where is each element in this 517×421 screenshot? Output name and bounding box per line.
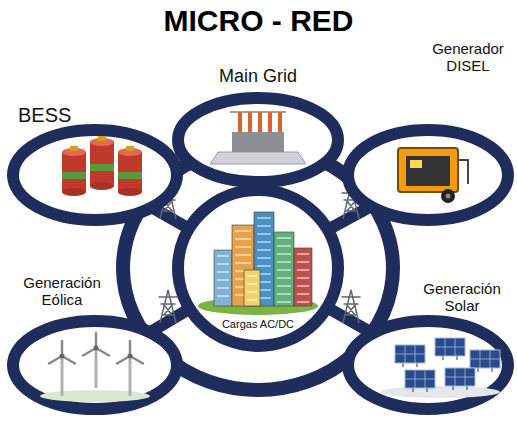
node-label: Cargas AC/DC bbox=[198, 318, 318, 331]
tower-icon bbox=[342, 290, 360, 323]
node-label: BESS bbox=[18, 104, 71, 127]
node-ellipse bbox=[7, 124, 183, 226]
tower-icon bbox=[159, 290, 177, 323]
component-node: Main Grid bbox=[172, 92, 344, 188]
node-label: Generador DISEL bbox=[424, 40, 512, 75]
component-node: Generación Solar bbox=[342, 315, 514, 415]
node-ellipse bbox=[342, 315, 514, 415]
diagram-title: MICRO - RED bbox=[0, 4, 517, 39]
component-node: BESS bbox=[7, 124, 183, 226]
node-label: Generación Solar bbox=[414, 280, 510, 315]
node-label: Generación Eólica bbox=[14, 274, 110, 309]
component-node: Generador DISEL bbox=[342, 124, 514, 226]
node-label: Main Grid bbox=[198, 66, 318, 87]
power-band bbox=[328, 206, 371, 229]
component-node: Cargas AC/DC bbox=[172, 184, 344, 352]
component-node: Generación Eólica bbox=[7, 315, 183, 415]
node-ellipse bbox=[7, 315, 183, 415]
node-ellipse bbox=[342, 124, 514, 226]
node-ellipse bbox=[172, 92, 344, 188]
